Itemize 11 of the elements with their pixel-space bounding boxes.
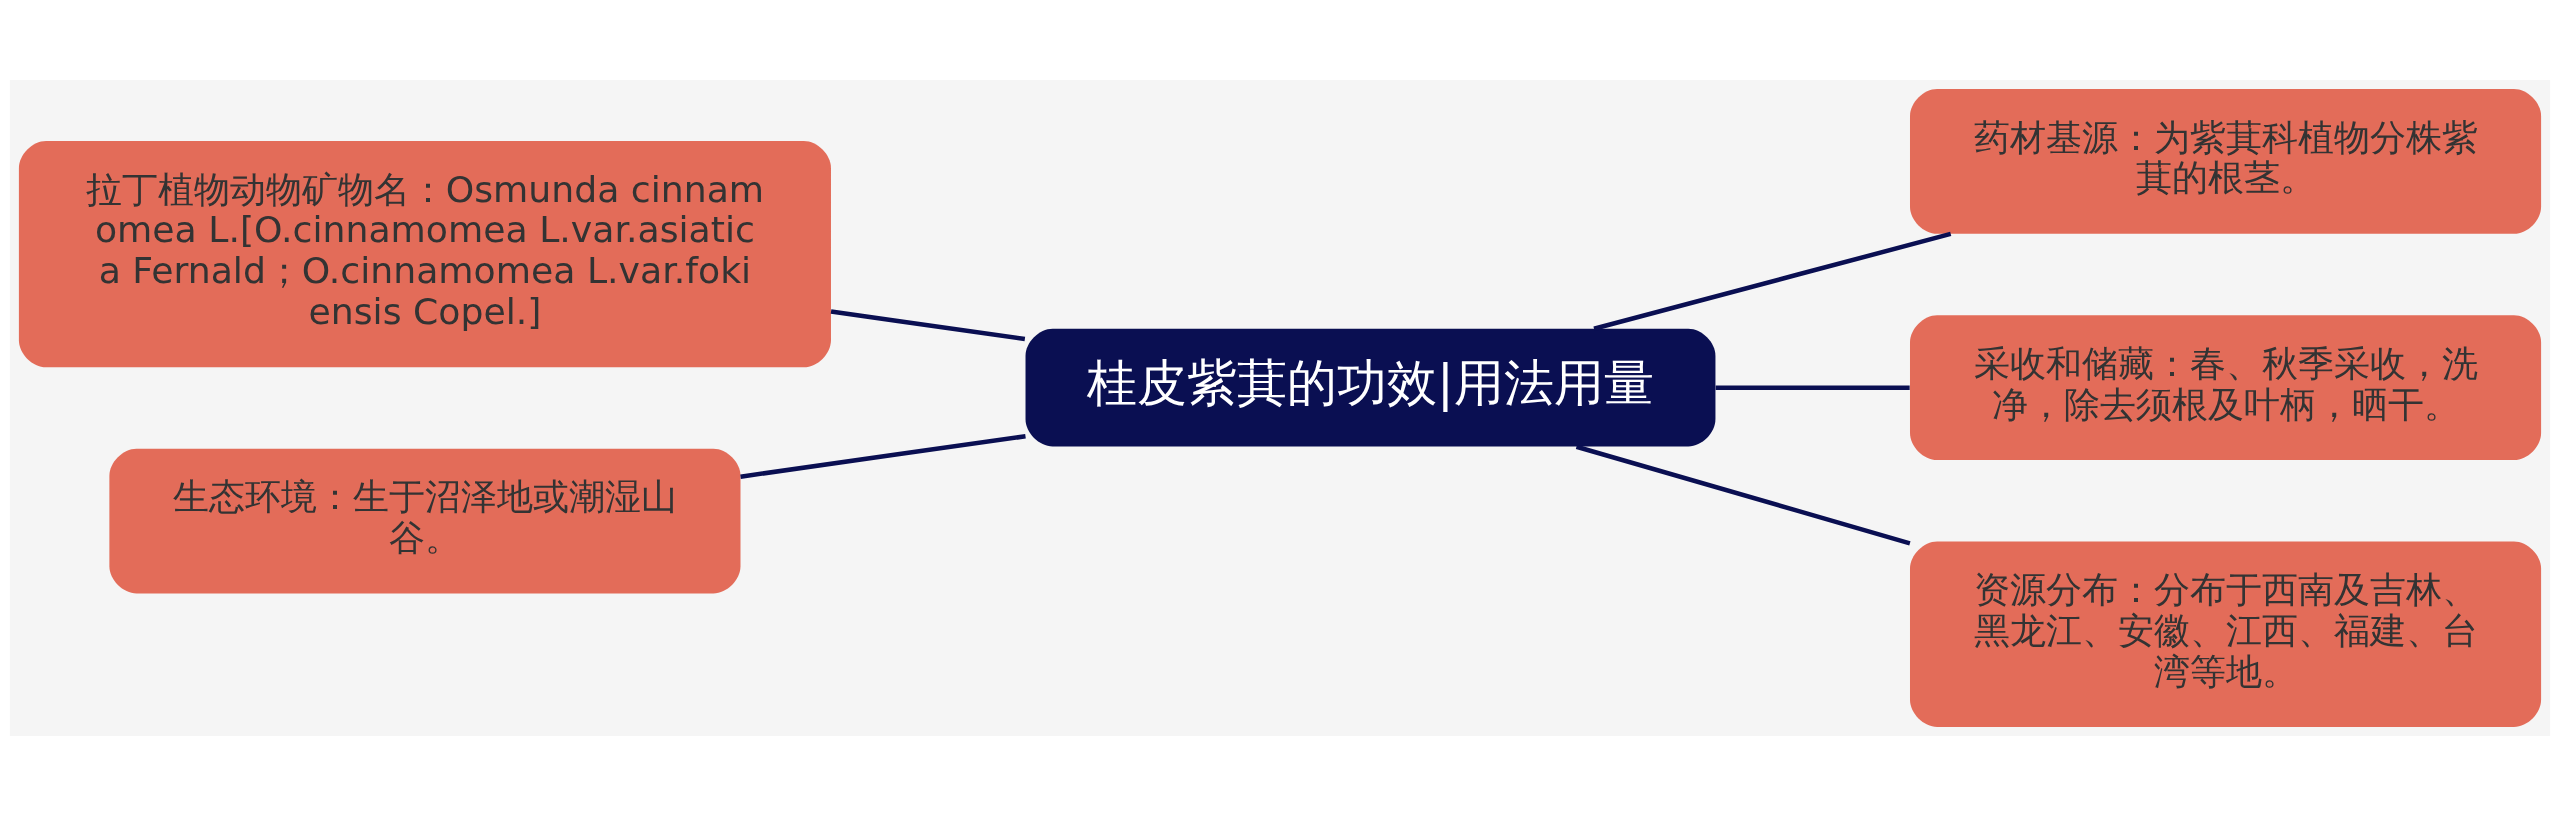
node-box: 药材基源：为紫萁科植物分株紫萁的根茎。 [1910,88,2542,234]
connector [1715,384,1910,390]
node-box: 采收和储藏：春、秋季采收，洗净，除去须根及叶柄，晒干。 [1910,314,2542,460]
node-box: 生态环境：生于沼泽地或潮湿山谷。 [109,448,741,593]
node-box: 资源分布：分布于西南及吉林、黑龙江、安徽、江西、福建、台湾等地。 [1910,540,2542,727]
node-box: 拉丁植物动物矿物名：Osmunda cinnamomea L.[O.cinnamomea L.var.asiatica Fernald；O.cinnamomea L.var.fokiensis Copel.] [18,140,831,367]
connector [740,433,1026,479]
connector [830,308,1026,341]
node-box: 桂皮紫萁的功效|用法用量 [1025,328,1716,446]
connector [1575,444,1911,546]
connector [1593,231,1952,331]
